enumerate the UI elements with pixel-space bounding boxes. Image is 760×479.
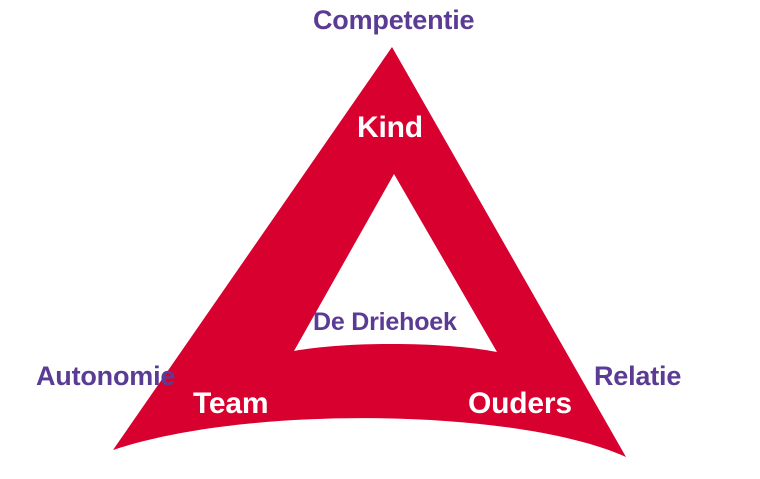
label-autonomie: Autonomie <box>36 361 176 391</box>
triangle-outline-path <box>113 47 626 457</box>
label-team: Team <box>193 387 269 420</box>
label-relatie: Relatie <box>594 361 682 391</box>
label-ouders: Ouders <box>468 387 572 420</box>
label-de-driehoek: De Driehoek <box>313 308 457 336</box>
label-competentie: Competentie <box>313 5 475 35</box>
label-kind: Kind <box>357 111 423 144</box>
